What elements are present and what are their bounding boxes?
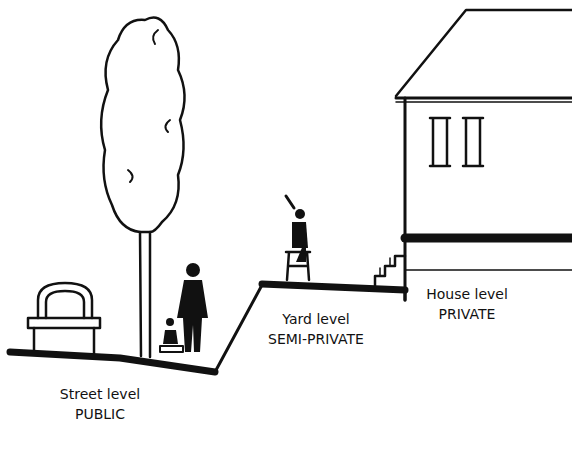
house-steps	[375, 256, 405, 290]
yard-slope	[215, 285, 262, 372]
street-ground	[10, 352, 215, 372]
level-label: PRIVATE	[439, 306, 496, 323]
street-tree	[101, 18, 184, 357]
house	[396, 10, 572, 300]
level-label: Street level	[60, 386, 140, 403]
standing-person	[160, 263, 208, 352]
seated-person	[286, 196, 310, 280]
level-label: SEMI-PRIVATE	[268, 331, 364, 348]
level-label: PUBLIC	[75, 406, 125, 423]
yard-ground	[262, 284, 405, 290]
level-label: House level	[426, 286, 508, 303]
step-rail	[380, 258, 390, 276]
level-label: Yard level	[282, 311, 349, 328]
park-bench	[28, 283, 100, 354]
